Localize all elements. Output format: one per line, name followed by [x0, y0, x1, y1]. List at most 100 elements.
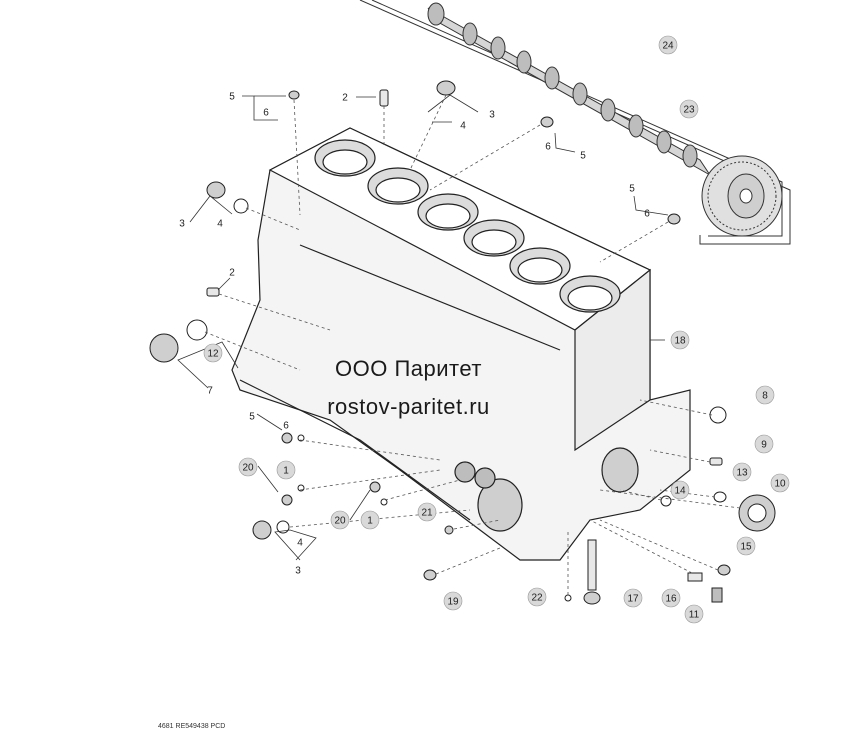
callout-16: 16	[661, 588, 681, 608]
callout-9: 9	[754, 434, 774, 454]
camshaft	[427, 2, 783, 237]
callout-circle	[203, 343, 223, 363]
callout-number: 5	[249, 412, 255, 423]
callout-18: 18	[670, 330, 690, 350]
callout-number: 2	[229, 268, 235, 279]
callout-number: 9	[761, 440, 767, 451]
callout-10: 10	[770, 473, 790, 493]
callout-number: 24	[662, 41, 674, 52]
callout-brackets	[177, 94, 669, 561]
callout-circle	[330, 510, 350, 530]
callout-number: 17	[627, 594, 639, 605]
callout-4: 4	[297, 538, 303, 549]
callout-8: 8	[755, 385, 775, 405]
callout-number: 8	[762, 391, 768, 402]
callout-circle	[679, 99, 699, 119]
callout-3: 3	[295, 566, 301, 577]
callout-circle	[732, 462, 752, 482]
callout-number: 5	[580, 151, 586, 162]
callout-20: 20	[330, 510, 350, 530]
callout-6: 6	[545, 142, 551, 153]
callout-number: 20	[242, 463, 254, 474]
callout-number: 23	[683, 105, 695, 116]
callout-4: 4	[217, 219, 223, 230]
cylinder-block	[231, 127, 691, 561]
dashed-leader-lines	[204, 94, 741, 595]
callout-2: 2	[342, 93, 348, 104]
callout-circle	[276, 460, 296, 480]
callout-number: 6	[263, 108, 269, 119]
callout-circle	[443, 591, 463, 611]
callout-14: 14	[670, 480, 690, 500]
callout-number: 3	[295, 566, 301, 577]
watermark-company: ООО Паритет	[335, 356, 482, 381]
callout-number: 5	[629, 184, 635, 195]
callout-12: 12	[203, 343, 223, 363]
callout-circle	[670, 480, 690, 500]
watermark-url: rostov-paritet.ru	[327, 394, 490, 419]
callout-number: 16	[665, 594, 677, 605]
callout-circle	[755, 385, 775, 405]
callout-2: 2	[229, 268, 235, 279]
callout-circle	[736, 536, 756, 556]
callout-number: 1	[283, 466, 289, 477]
callout-15: 15	[736, 536, 756, 556]
callout-number: 11	[689, 610, 700, 621]
callout-6: 6	[644, 209, 650, 220]
callout-24: 24	[658, 35, 678, 55]
drawing-code: 4681 RE549438 PCD	[158, 723, 226, 730]
callout-6: 6	[283, 421, 289, 432]
callout-circle	[670, 330, 690, 350]
callout-number: 6	[644, 209, 650, 220]
callout-17: 17	[623, 588, 643, 608]
callout-number: 2	[342, 93, 348, 104]
callout-number: 18	[674, 336, 686, 347]
callout-circle	[360, 510, 380, 530]
callout-number: 20	[334, 516, 346, 527]
callout-circle	[623, 588, 643, 608]
loose-parts	[149, 80, 776, 605]
callout-3: 3	[179, 219, 185, 230]
callout-4: 4	[460, 121, 466, 132]
callout-number: 10	[774, 479, 786, 490]
callout-number: 15	[740, 542, 752, 553]
callout-number: 1	[367, 516, 373, 527]
callout-number: 4	[460, 121, 466, 132]
callout-number: 19	[447, 597, 459, 608]
callout-number: 14	[674, 486, 686, 497]
callout-21: 21	[417, 502, 437, 522]
callout-11: 11	[684, 604, 704, 624]
callout-7: 7	[207, 386, 213, 397]
callout-number: 4	[297, 538, 303, 549]
callout-circle	[417, 502, 437, 522]
callout-number: 22	[531, 593, 543, 604]
callout-1: 1	[360, 510, 380, 530]
callout-3: 3	[489, 110, 495, 121]
callout-5: 5	[229, 92, 235, 103]
callout-circle	[661, 588, 681, 608]
callout-23: 23	[679, 99, 699, 119]
callout-6: 6	[263, 108, 269, 119]
callout-5: 5	[580, 151, 586, 162]
callout-13: 13	[732, 462, 752, 482]
callout-number: 6	[545, 142, 551, 153]
callout-circle	[770, 473, 790, 493]
callout-19: 19	[443, 591, 463, 611]
callout-circle	[527, 587, 547, 607]
callout-number: 5	[229, 92, 235, 103]
callout-22: 22	[527, 587, 547, 607]
callout-1: 1	[276, 460, 296, 480]
callout-5: 5	[629, 184, 635, 195]
callout-number: 3	[179, 219, 185, 230]
callout-number: 3	[489, 110, 495, 121]
callout-number: 13	[736, 468, 748, 479]
callout-circle	[658, 35, 678, 55]
callout-20: 20	[238, 457, 258, 477]
callout-number: 12	[207, 349, 219, 360]
callout-number: 4	[217, 219, 223, 230]
callout-circle	[754, 434, 774, 454]
callout-number: 6	[283, 421, 289, 432]
callout-5: 5	[249, 412, 255, 423]
